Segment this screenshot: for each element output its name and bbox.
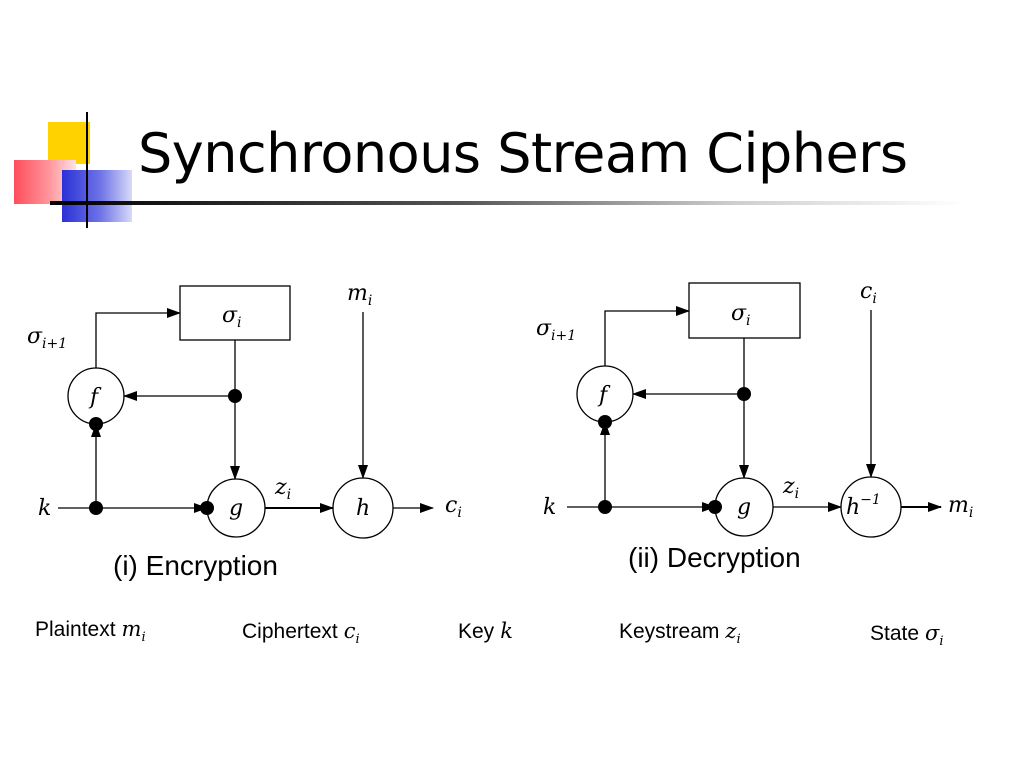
- dec-g-input-dot: [708, 500, 722, 514]
- enc-g-input-dot: [200, 501, 214, 515]
- dec-ciphertext-label: ci: [860, 279, 877, 307]
- dec-f-label: f: [597, 383, 611, 408]
- dec-h-inverse-label: h−1: [846, 492, 881, 520]
- enc-next-state-label: σi+1: [27, 324, 67, 352]
- dec-plaintext-label: mi: [948, 493, 973, 521]
- dec-g-label: g: [737, 495, 751, 520]
- enc-f-input-dot: [89, 417, 103, 431]
- dec-junction-dots: [598, 387, 751, 514]
- dec-state-junction-dot: [737, 387, 751, 401]
- enc-next-state-edge: [95, 308, 181, 368]
- enc-plaintext-label: mi: [347, 281, 372, 309]
- enc-key-junction-dot: [89, 501, 103, 515]
- dec-state-box-label: σi: [731, 301, 751, 329]
- enc-f-label: f: [88, 385, 102, 410]
- logo-vertical-line: [86, 112, 88, 228]
- dec-keystream-label: zi: [782, 474, 799, 502]
- encryption-diagram: [58, 285, 434, 539]
- dec-key-junction-dot: [598, 500, 612, 514]
- dec-next-state-label: σi+1: [536, 316, 576, 344]
- dec-next-state-edge: [604, 306, 690, 366]
- enc-state-box-label: σi: [222, 303, 242, 331]
- dec-f-input-dot: [598, 415, 612, 429]
- title-underline: [50, 201, 965, 205]
- decryption-diagram: [567, 282, 942, 538]
- dec-key-label: k: [543, 495, 556, 520]
- enc-keystream-label: zi: [274, 475, 291, 503]
- enc-state-junction-dot: [228, 389, 242, 403]
- dec-caption: (ii) Decryption: [628, 542, 801, 573]
- enc-ciphertext-label: ci: [445, 493, 462, 521]
- enc-h-label: h: [356, 496, 370, 521]
- enc-key-label: k: [38, 496, 51, 521]
- logo-blue-square: [62, 170, 132, 222]
- enc-caption: (i) Encryption: [113, 550, 278, 581]
- enc-junction-dots: [89, 389, 242, 515]
- enc-g-label: g: [229, 496, 243, 521]
- slide-logo: [0, 0, 140, 240]
- slide-title: Synchronous Stream Ciphers: [138, 122, 908, 185]
- logo-yellow-square: [48, 122, 90, 164]
